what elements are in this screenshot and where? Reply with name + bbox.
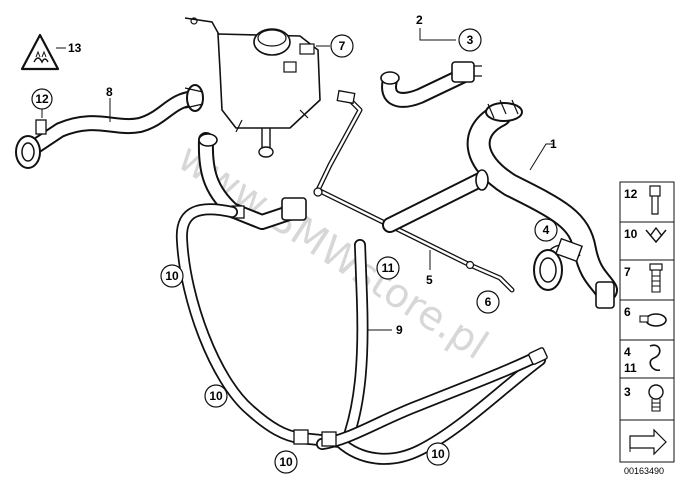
callout-12: 12: [35, 92, 49, 106]
callout-6-circle: [476, 290, 500, 314]
legend-panel: 12 10 7 6 4 11 3: [619, 181, 675, 463]
hose-clamp-icon: [639, 313, 667, 327]
callout-4-circle: [534, 218, 558, 242]
callout-4: 4: [543, 223, 550, 237]
callout-1: 1: [550, 137, 557, 151]
hose-1: [466, 99, 618, 309]
callout-10d-circle: [426, 442, 450, 466]
callout-5: 5: [426, 273, 433, 287]
legend-12: 12: [624, 187, 638, 201]
expansion-tank: [184, 17, 321, 158]
legend-7: 7: [624, 265, 631, 279]
hose-2: [380, 61, 482, 108]
callout-11-circle: [376, 256, 400, 280]
spring-clip-icon: [649, 344, 661, 371]
hose-8: [15, 84, 204, 169]
legend-6: 6: [624, 305, 631, 319]
callout-8: 8: [106, 85, 113, 99]
legend-11: 11: [624, 361, 637, 375]
callout-6: 6: [485, 295, 492, 309]
callout-3: 3: [467, 33, 474, 47]
callout-3-circle: [458, 28, 482, 52]
next-page-arrow-icon[interactable]: [629, 428, 667, 456]
clip-icon: [645, 226, 667, 244]
callout-2: 2: [416, 13, 423, 27]
screw-plug-icon: [649, 263, 663, 293]
callout-10d: 10: [431, 447, 445, 461]
sensor-icon: [649, 185, 661, 215]
hose-upper-center: [382, 169, 489, 233]
legend-4: 4: [624, 345, 631, 359]
leader-2: [419, 28, 456, 41]
callout-12-circle: [31, 88, 53, 110]
callout-9: 9: [396, 323, 403, 337]
vent-line-5: [313, 89, 515, 293]
callout-10a-circle: [160, 264, 184, 288]
callout-10b: 10: [209, 389, 223, 403]
hose-9-assembly: [175, 132, 548, 465]
callout-10c-circle: [274, 450, 298, 474]
callout-10b-circle: [204, 384, 228, 408]
legend-10: 10: [624, 227, 638, 241]
callout-7: 7: [339, 39, 346, 53]
callout-13: 13: [68, 41, 82, 55]
leader-1: [529, 143, 554, 171]
legend-3: 3: [624, 385, 631, 399]
bleed-screw-icon: [648, 384, 664, 412]
callout-7-circle: [330, 34, 354, 58]
diagram-code: 00163490: [624, 466, 664, 476]
callout-10a: 10: [165, 269, 179, 283]
hot-coolant-warning-icon: [20, 33, 60, 71]
callout-10c: 10: [279, 455, 293, 469]
callout-11: 11: [382, 261, 395, 275]
